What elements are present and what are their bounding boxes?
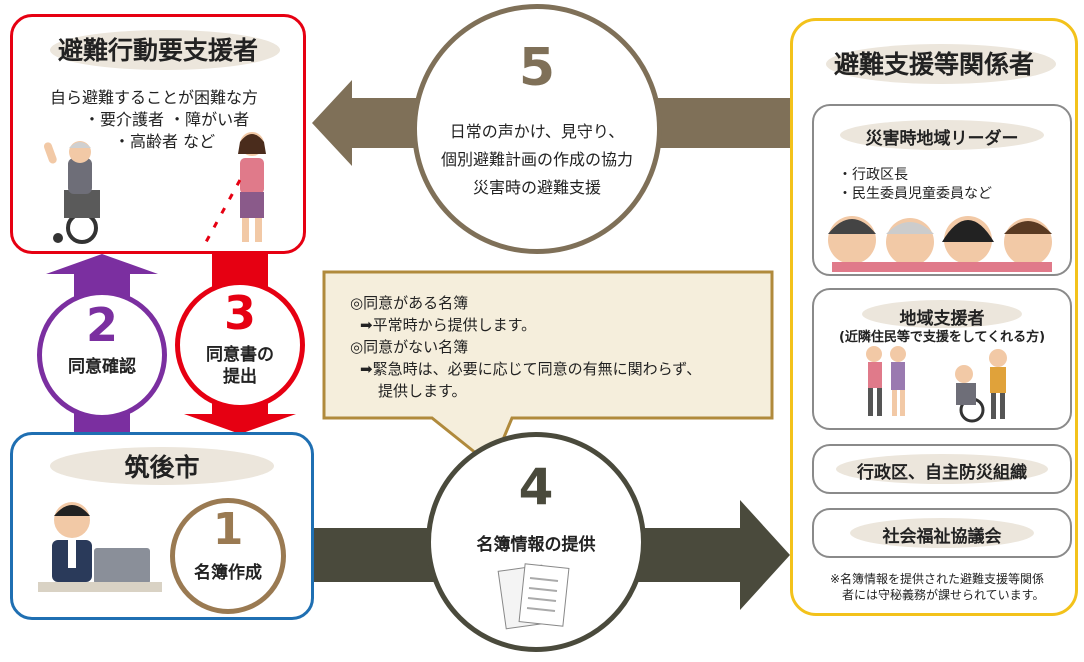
district-title: 行政区、自主防災組織 [857, 463, 1027, 483]
city-title-bg [50, 447, 274, 485]
step4-label: 名簿情報の提供 [476, 535, 596, 555]
evacuee-desc-2: ・要介護者 ・障がい者 [84, 110, 250, 129]
welfare-title-bg [850, 518, 1034, 548]
callout-line-5: 提供します。 [378, 382, 467, 400]
leader-item-1: ・行政区長 [838, 167, 908, 183]
cane-person-illustration [204, 132, 266, 243]
local-supporters-illustration [866, 346, 1007, 423]
step5-line2: 個別避難計画の作成の協力 [440, 150, 633, 169]
callout-line-2: ➡平常時から提供します。 [360, 316, 537, 334]
evacuee-desc-3: ・高齢者 など [114, 132, 216, 151]
step2-number: 2 [85, 298, 118, 352]
local-title: 地域支援者 [899, 309, 985, 329]
confidentiality-note-1: ※名簿情報を提供された避難支援等関係 [830, 572, 1045, 586]
step1-circle [170, 498, 286, 614]
document-list-icon [497, 563, 570, 630]
step2-label: 同意確認 [68, 357, 136, 377]
step3-label-2: 提出 [223, 367, 257, 387]
city-staff-illustration [38, 502, 162, 592]
step5-number: 5 [518, 38, 556, 98]
step3-number: 3 [223, 286, 256, 340]
supporters-title-bg [826, 44, 1056, 84]
step5-line1: 日常の声かけ、見守り、 [449, 122, 625, 141]
step3-label-1: 同意書の [206, 345, 274, 365]
callout-line-1: ◎同意がある名簿 [350, 294, 469, 312]
leader-title: 災害時地域リーダー [865, 129, 1019, 149]
leader-item-2: ・民生委員児童委員など [838, 186, 992, 202]
callout-line-4: ➡緊急時は、必要に応じて同意の有無に関わらず、 [360, 360, 702, 378]
step2-circle [37, 290, 167, 420]
evacuee-title: 避難行動要支援者 [57, 36, 258, 65]
leader-title-bg [840, 120, 1044, 150]
district-title-bg [836, 454, 1048, 484]
evacuee-title-bg [50, 30, 280, 70]
step4-number: 4 [518, 458, 554, 516]
step5-circle [412, 4, 662, 254]
step1-number: 1 [212, 504, 244, 555]
step5-line3: 災害時の避難支援 [472, 178, 601, 197]
leaders-faces-illustration [828, 216, 1052, 272]
welfare-title: 社会福祉協議会 [882, 527, 1002, 547]
wheelchair-person-illustration [43, 141, 100, 244]
step3-circle [175, 280, 305, 410]
supporters-title: 避難支援等関係者 [833, 50, 1034, 79]
local-title-bg [862, 300, 1022, 328]
step1-label: 名簿作成 [194, 563, 262, 583]
callout-line-3: ◎同意がない名簿 [350, 338, 469, 356]
confidentiality-note-2: 者には守秘義務が課せられています。 [842, 588, 1045, 602]
evacuee-desc-1: 自ら避難することが困難な方 [50, 88, 259, 107]
local-subtitle: (近隣住民等で支援をしてくれる方) [838, 330, 1046, 345]
city-title: 筑後市 [124, 453, 200, 482]
